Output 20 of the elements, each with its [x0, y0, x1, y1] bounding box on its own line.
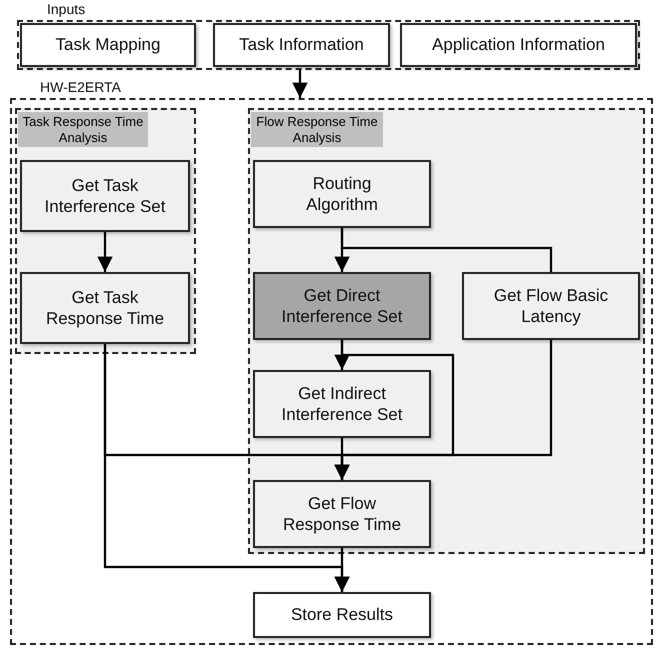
group-title: HW-E2ERTA	[40, 79, 121, 95]
process-box: Get Direct Interference Set	[253, 272, 431, 340]
arrow	[104, 344, 350, 592]
process-box: Get Task Interference Set	[20, 160, 190, 232]
process-box: Routing Algorithm	[253, 160, 431, 228]
process-box: Store Results	[253, 592, 431, 638]
group-panel	[248, 108, 645, 554]
arrow	[292, 70, 308, 98]
input-box: Task Information	[213, 23, 390, 67]
group-title: Flow Response Time Analysis	[251, 112, 383, 148]
process-box: Get Indirect Interference Set	[253, 370, 431, 438]
process-box: Get Flow Basic Latency	[462, 272, 640, 340]
group-panel	[15, 108, 196, 354]
process-box: Get Task Response Time	[20, 272, 190, 344]
input-box: Task Mapping	[20, 23, 196, 67]
input-box: Application Information	[400, 23, 637, 67]
group-title: Task Response Time Analysis	[18, 112, 148, 148]
arrow	[97, 232, 113, 272]
group-title: Inputs	[47, 1, 86, 17]
process-box: Get Flow Response Time	[253, 480, 431, 548]
